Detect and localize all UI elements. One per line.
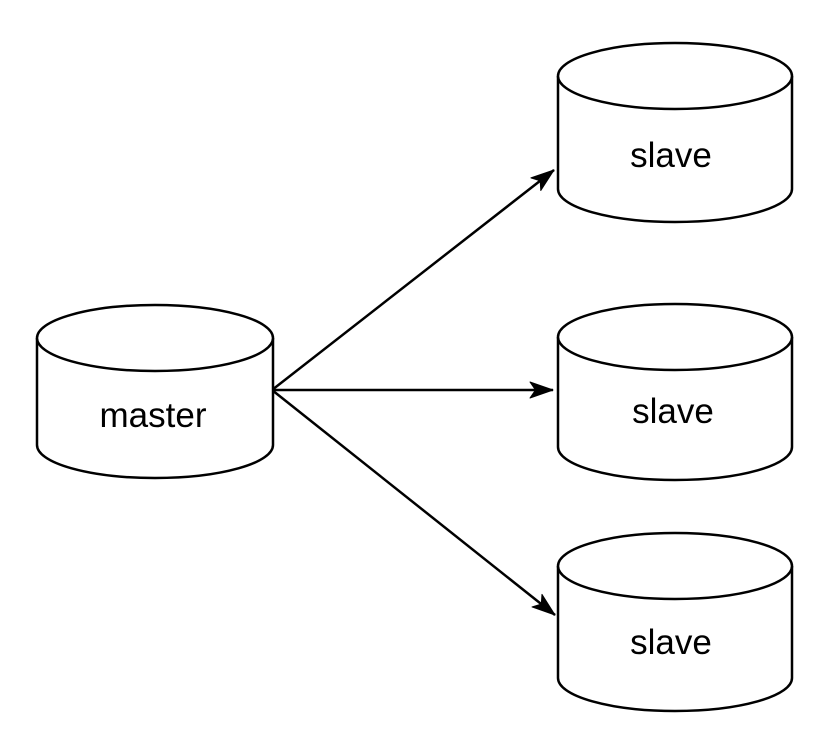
node-label-master: master: [100, 396, 207, 435]
node-master: master: [35, 303, 275, 480]
cylinder-body: [35, 338, 275, 480]
edges: [271, 169, 556, 616]
cylinder-top: [556, 302, 794, 372]
node-slave-2: slave: [556, 302, 794, 482]
cylinder-body: [556, 337, 794, 482]
edge-master-to-slave-3: [271, 389, 556, 616]
node-slave-1: slave: [556, 41, 794, 224]
cylinder-top: [556, 41, 794, 111]
cylinder-top: [556, 531, 794, 601]
node-label-slave-3: slave: [630, 623, 712, 662]
node-label-slave-1: slave: [630, 136, 712, 175]
edge-master-to-slave-1: [271, 169, 555, 391]
cylinder-body: [556, 566, 794, 713]
node-label-slave-2: slave: [632, 392, 714, 431]
node-slave-3: slave: [556, 531, 794, 713]
cylinder-body: [556, 76, 794, 224]
cylinder-top: [35, 303, 275, 373]
